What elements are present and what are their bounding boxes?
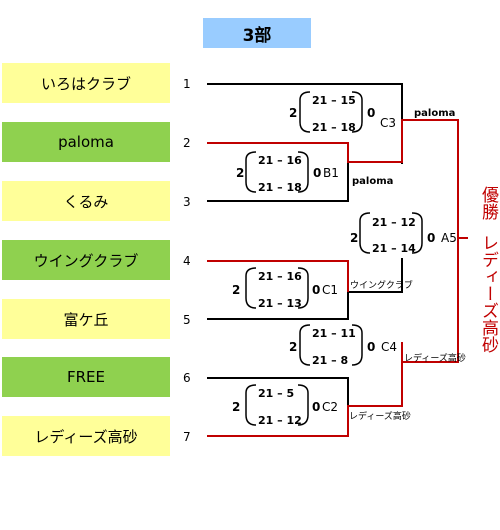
team-box-7: レディーズ高砂 [2,416,170,456]
c1-set2: 21 – 13 [258,297,302,310]
c2-set1: 21 – 5 [258,387,295,400]
c1-advance: ウイングクラブ [350,281,413,291]
champion-label: 優勝レディーズ高砂 [478,186,498,353]
c1-right-games: 0 [312,283,321,297]
seed-3: 3 [183,195,191,209]
seed-7: 7 [183,430,191,444]
b1-set1: 21 – 16 [258,154,302,167]
seed-5: 5 [183,313,191,327]
c4-left-games: 2 [289,340,298,354]
c3-right-games: 0 [367,106,376,120]
seed-1: 1 [183,77,191,91]
a5-right-games: 0 [427,231,436,245]
c2-set2: 21 – 12 [258,414,302,427]
c3-match-id: C3 [380,116,397,130]
c4-match-id: C4 [381,340,398,354]
c2-left-games: 2 [232,400,241,414]
b1-set2: 21 – 18 [258,181,302,194]
a5-match-id: A5 [441,231,457,245]
c3-left-games: 2 [289,106,298,120]
c2-match-id: C2 [322,400,339,414]
team-box-6: FREE [2,357,170,397]
c1-set1: 21 – 16 [258,270,302,283]
c4-set1: 21 – 11 [312,327,356,340]
a5-set1: 21 – 12 [372,216,416,229]
b1-match-id: B1 [323,166,339,180]
c3-set1: 21 – 15 [312,94,356,107]
b1-left-games: 2 [236,166,245,180]
team-box-1: いろはクラブ [2,63,170,103]
b1-advance: paloma [352,176,394,187]
b1-right-games: 0 [313,166,322,180]
champion-title: 優勝 [478,186,498,220]
a5-set2: 21 – 14 [372,242,416,255]
c4-advance: レディーズ高砂 [404,354,466,364]
a5-left-games: 2 [350,231,359,245]
c1-match-id: C1 [322,283,339,297]
seed-6: 6 [183,371,191,385]
c2-right-games: 0 [312,400,321,414]
seed-2: 2 [183,136,191,150]
c2-advance: レディーズ高砂 [349,412,411,422]
team-box-3: くるみ [2,181,170,221]
team-box-5: 富ケ丘 [2,299,170,339]
team-box-4: ウイングクラブ [2,240,170,280]
c1-left-games: 2 [232,283,241,297]
seed-4: 4 [183,254,191,268]
champion-name: レディーズ高砂 [478,234,498,353]
c4-right-games: 0 [367,340,376,354]
c3-advance: paloma [414,108,456,119]
division-title: 3部 [203,18,311,48]
team-box-2: paloma [2,122,170,162]
c3-set2: 21 – 18 [312,121,356,134]
c4-set2: 21 – 8 [312,354,349,367]
